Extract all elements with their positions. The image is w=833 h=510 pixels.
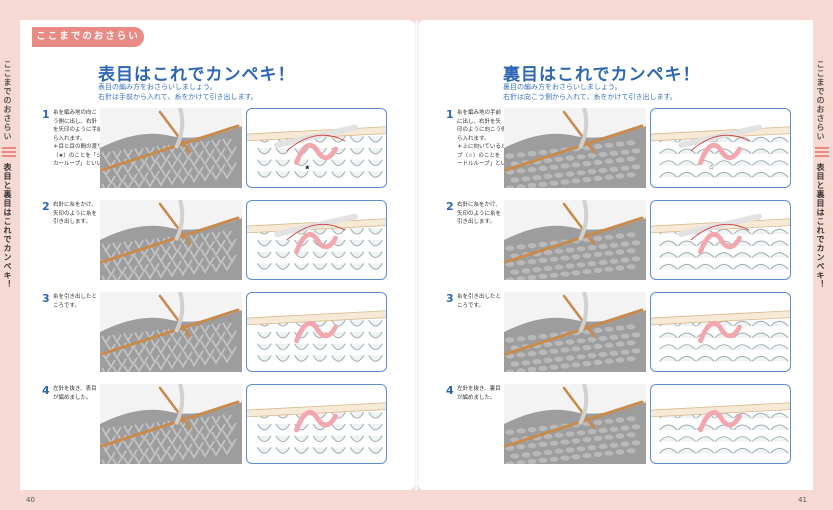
purl-diagram-4 [650, 384, 791, 464]
page-number-left: 40 [26, 496, 35, 504]
left-title: 表目はこれでカンペキ！ [98, 65, 296, 85]
left-step-3-text: 糸を引き出したところです。 [53, 294, 98, 309]
right-title: 裏目はこれでカンペキ！ [503, 65, 701, 85]
side-bars [815, 147, 829, 157]
right-step-4-text: 左針を抜き、裏目が編めました。 [457, 386, 501, 401]
right-step-2-number: 2 [446, 200, 454, 213]
purl-photo-3 [504, 292, 646, 372]
side-bars [2, 147, 16, 157]
purl-photo-1 [504, 108, 646, 188]
left-step-1-text: 糸を編み地の向こう側に出し、右針を矢印のように手前から入れます。＊目と目の間の渡… [53, 110, 119, 167]
svg-text:☆: ☆ [708, 163, 714, 171]
right-subtitle: 裏目の編み方をおさらいしましょう。 右針は向こう側から入れて、糸をかけて引き出し… [503, 82, 677, 102]
right-subtitle-line-2: 右針は向こう側から入れて、糸をかけて引き出します。 [503, 93, 677, 101]
purl-photo-2 [504, 200, 646, 280]
knit-diagram-3 [246, 292, 387, 372]
left-step-4-number: 4 [42, 384, 50, 397]
side-heading: ここまでのおさらい [3, 60, 12, 141]
svg-text:★: ★ [304, 163, 310, 171]
purl-photo-4 [504, 384, 646, 464]
purl-diagram-3 [650, 292, 791, 372]
section-tab: ここまでのおさらい [32, 27, 144, 47]
purl-diagram-1: ☆ [650, 108, 791, 188]
right-step-4-number: 4 [446, 384, 454, 397]
side-index-right: ここまでのおさらい 表目と裏目はこれでカンペキ！ [815, 60, 831, 289]
right-step-3-number: 3 [446, 292, 454, 305]
knit-diagram-1: ★ [246, 108, 387, 188]
right-step-1-number: 1 [446, 108, 454, 121]
page-number-right: 41 [798, 496, 807, 504]
left-step-2-number: 2 [42, 200, 50, 213]
knit-photo-2 [100, 200, 242, 280]
left-step-4-text: 左針を抜き、表目が編めました。 [53, 386, 97, 401]
page-gutter [415, 20, 418, 490]
knit-photo-3 [100, 292, 242, 372]
knit-diagram-2 [246, 200, 387, 280]
left-step-2-text: 右針に糸をかけ、矢印のように糸を引き出します。 [53, 202, 98, 225]
right-subtitle-line-1: 裏目の編み方をおさらいしましょう。 [503, 83, 622, 91]
side-index-left: ここまでのおさらい 表目と裏目はこれでカンペキ！ [2, 60, 18, 289]
left-step-3-number: 3 [42, 292, 50, 305]
right-step-2-text: 右針に糸をかけ、矢印のように糸を引き出します。 [457, 202, 502, 225]
purl-diagram-2 [650, 200, 791, 280]
right-step-1-text: 糸を編み地の手前に出し、右針を矢印のように向こう側から入れます。＊上に向いている… [457, 110, 528, 167]
left-subtitle-line-2: 右針は手前から入れて、糸をかけて引き出します。 [98, 93, 258, 101]
side-title: 表目と裏目はこれでカンペキ！ [816, 163, 825, 289]
left-subtitle: 表目の編み方をおさらいしましょう。 右針は手前から入れて、糸をかけて引き出します… [98, 82, 258, 102]
side-title: 表目と裏目はこれでカンペキ！ [3, 163, 12, 289]
knit-photo-1 [100, 108, 242, 188]
left-step-1-number: 1 [42, 108, 50, 121]
right-step-3-text: 糸を引き出したところです。 [457, 294, 502, 309]
knit-photo-4 [100, 384, 242, 464]
left-subtitle-line-1: 表目の編み方をおさらいしましょう。 [98, 83, 217, 91]
side-heading: ここまでのおさらい [816, 60, 825, 141]
knit-diagram-4 [246, 384, 387, 464]
